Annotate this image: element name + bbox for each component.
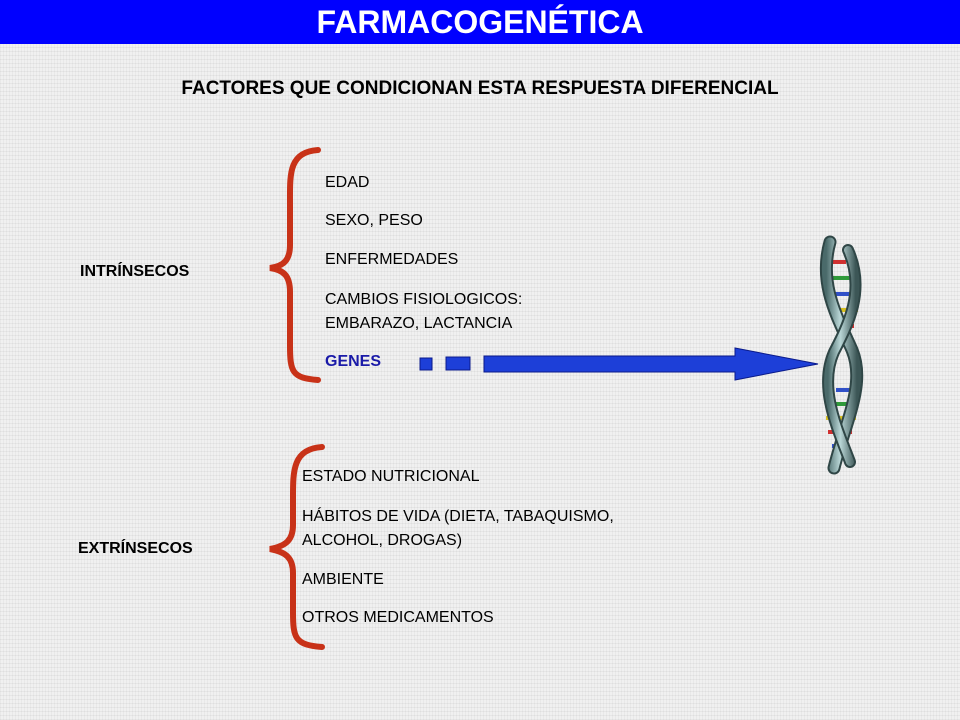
slide-title: FARMACOGENÉTICA (0, 0, 960, 44)
dna-helix-icon (819, 235, 864, 475)
extrinsic-item-environment: AMBIENTE (302, 571, 384, 588)
intrinsic-item-physiological-changes: CAMBIOS FISIOLOGICOS: (325, 291, 523, 308)
intrinsic-item-diseases: ENFERMEDADES (325, 251, 459, 268)
intrinsic-item-age: EDAD (325, 174, 370, 191)
curly-brace-icon (269, 147, 321, 383)
intrinsic-label: INTRÍNSECOS (80, 263, 190, 280)
intrinsic-item-sex-weight: SEXO, PESO (325, 212, 423, 229)
dashed-arrow-icon (419, 347, 819, 381)
intrinsic-item-genes: GENES (325, 353, 382, 370)
curly-brace-icon (269, 444, 325, 650)
extrinsic-item-lifestyle: HÁBITOS DE VIDA (DIETA, TABAQUISMO, (302, 508, 614, 525)
slide-subtitle: FACTORES QUE CONDICIONAN ESTA RESPUESTA … (181, 78, 779, 99)
extrinsic-item-nutrition: ESTADO NUTRICIONAL (302, 468, 480, 485)
extrinsic-item-other-drugs: OTROS MEDICAMENTOS (302, 609, 494, 626)
intrinsic-item-pregnancy: EMBARAZO, LACTANCIA (325, 315, 513, 332)
extrinsic-label: EXTRÍNSECOS (78, 540, 193, 557)
extrinsic-item-lifestyle-cont: ALCOHOL, DROGAS) (302, 532, 463, 549)
